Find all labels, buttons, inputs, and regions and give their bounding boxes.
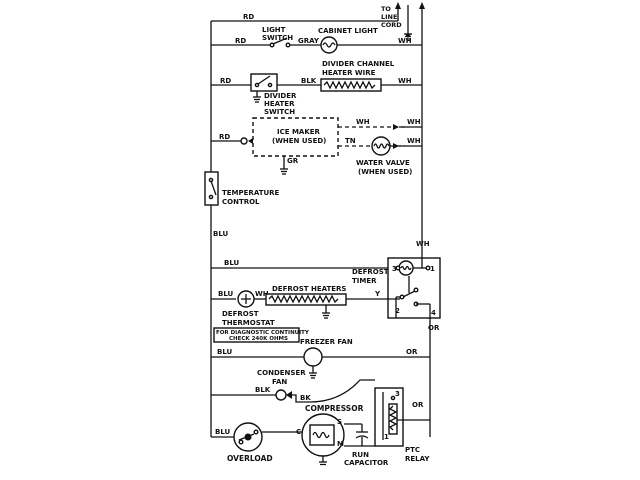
wire-label-or-fan: OR bbox=[406, 348, 418, 356]
light-switch-label-1: LIGHT bbox=[262, 26, 286, 34]
compressor-terminal-s: S bbox=[337, 418, 342, 426]
defrost-heaters bbox=[265, 293, 347, 319]
defrost-thermostat-label-1: DEFROST bbox=[222, 310, 259, 318]
light-switch bbox=[269, 37, 291, 48]
ice-maker-plug bbox=[240, 137, 253, 145]
defrost-timer-motor bbox=[395, 258, 431, 276]
compressor-terminal-m: M bbox=[337, 440, 344, 448]
wire-label-y: Y bbox=[374, 290, 381, 298]
relay-terminal-3: 3 bbox=[395, 390, 400, 398]
temperature-control-label-1: TEMPERATURE bbox=[222, 189, 280, 197]
ice-maker-box bbox=[252, 117, 339, 157]
wire-label-blu-fan: BLU bbox=[217, 348, 233, 356]
water-valve-label: WATER VALVE bbox=[356, 159, 410, 167]
divider-switch-label-1: DIVIDER bbox=[264, 92, 297, 100]
cabinet-light-icon bbox=[320, 36, 338, 54]
water-valve-coil bbox=[371, 136, 391, 156]
freezer-fan-label: FREEZER FAN bbox=[300, 338, 353, 346]
line-cord-label-2: LINE bbox=[381, 13, 397, 21]
defrost-thermostat bbox=[237, 290, 255, 308]
ice-maker-label: ICE MAKER bbox=[277, 128, 321, 136]
diagnostic-note-box bbox=[213, 327, 300, 343]
diagnostic-note-line-2: CHECK 240K OHMS bbox=[229, 336, 288, 342]
compressor-terminal-c: C bbox=[296, 428, 301, 436]
line-cord-label-3: CORD bbox=[381, 21, 402, 29]
timer-terminal-3: 3 bbox=[392, 265, 397, 273]
light-switch-label-2: SWITCH bbox=[262, 34, 293, 42]
run-capacitor-label-1: RUN bbox=[352, 451, 369, 459]
timer-terminal-2: 2 bbox=[395, 307, 400, 315]
wire-label-blu-overload: BLU bbox=[215, 428, 231, 436]
wire-label-rd-top: RD bbox=[243, 13, 254, 21]
wire-label-rd-ice: RD bbox=[219, 133, 230, 141]
top-line-wire bbox=[211, 5, 399, 22]
wire-label-or-relay: OR bbox=[412, 401, 424, 409]
condenser-fan-lead bbox=[292, 394, 300, 403]
divider-heater-switch bbox=[250, 73, 278, 103]
run-capacitor-label-2: CAPACITOR bbox=[344, 459, 389, 467]
timer-terminal-1: 1 bbox=[430, 265, 435, 273]
defrost-timer-label-1: DEFROST bbox=[352, 268, 389, 276]
wire-label-wh-heater: WH bbox=[255, 290, 269, 298]
divider-heater-label-1: DIVIDER CHANNEL bbox=[322, 60, 395, 68]
ptc-relay bbox=[374, 387, 430, 447]
diagnostic-note-line-1: FOR DIAGNOSTIC CONTINUITY bbox=[216, 330, 310, 336]
defrost-timer-label-2: TIMER bbox=[352, 277, 377, 285]
condenser-fan-motor bbox=[275, 389, 292, 401]
compressor-motor bbox=[301, 413, 345, 466]
wire-label-bk-condenser: BK bbox=[300, 394, 311, 402]
neutral-rail bbox=[395, 2, 425, 258]
wire-label-wh-ice-1: WH bbox=[356, 118, 370, 126]
wire-label-blk-divider: BLK bbox=[301, 77, 317, 85]
ice-maker-when-used: (WHEN USED) bbox=[272, 137, 326, 145]
condenser-fan-label-2: FAN bbox=[272, 378, 287, 386]
ice-maker-arrow bbox=[393, 124, 399, 130]
timer-terminal-4: 4 bbox=[431, 309, 436, 317]
defrost-timer-switch bbox=[395, 276, 431, 318]
wire-label-blu-rail: BLU bbox=[213, 230, 229, 238]
wire-label-gr: GR bbox=[287, 157, 299, 165]
wire-label-blk-condenser: BLK bbox=[255, 386, 271, 394]
wire-label-rd-divider: RD bbox=[220, 77, 231, 85]
wire-label-wh-light: WH bbox=[398, 37, 412, 45]
run-capacitor bbox=[344, 423, 376, 447]
overload-protector bbox=[233, 422, 263, 452]
ptc-relay-label-2: RELAY bbox=[405, 455, 430, 463]
condenser-fan-return bbox=[300, 379, 375, 403]
wire-label-wh-divider: WH bbox=[398, 77, 412, 85]
wire-label-wh-timer: WH bbox=[416, 240, 430, 248]
wire-label-wh-valve: WH bbox=[407, 137, 421, 145]
wire-label-gray: GRAY bbox=[298, 37, 320, 45]
divider-switch-label-2: HEATER bbox=[264, 100, 295, 108]
ice-maker-ground bbox=[280, 156, 288, 175]
relay-terminal-1: 1 bbox=[384, 433, 389, 441]
water-valve-arrow bbox=[393, 143, 399, 149]
wire-label-or-timer: OR bbox=[428, 324, 440, 332]
divider-heater-label-2: HEATER WIRE bbox=[322, 69, 376, 77]
wire-label-rd-light: RD bbox=[235, 37, 246, 45]
cabinet-light-label: CABINET LIGHT bbox=[318, 27, 378, 35]
defrost-thermostat-label-2: THERMOSTAT bbox=[222, 319, 275, 327]
wire-label-blu-thermostat: BLU bbox=[218, 290, 234, 298]
wire-label-blu-timer: BLU bbox=[224, 259, 240, 267]
freezer-fan-motor bbox=[303, 347, 323, 379]
overload-label: OVERLOAD bbox=[227, 454, 273, 463]
temperature-control-label-2: CONTROL bbox=[222, 198, 260, 206]
water-valve-when-used: (WHEN USED) bbox=[358, 168, 412, 176]
divider-heater-wire bbox=[320, 78, 382, 92]
line-cord-label-1: TO bbox=[381, 5, 391, 13]
divider-switch-label-3: SWITCH bbox=[264, 108, 295, 116]
compressor-label: COMPRESSOR bbox=[305, 404, 364, 413]
condenser-fan-label-1: CONDENSER bbox=[257, 369, 306, 377]
wire-label-wh-ice-2: WH bbox=[407, 118, 421, 126]
defrost-heaters-label: DEFROST HEATERS bbox=[272, 285, 346, 293]
temperature-control bbox=[204, 171, 219, 206]
wire-label-tn: TN bbox=[345, 137, 356, 145]
ptc-relay-label-1: PTC bbox=[405, 446, 420, 454]
